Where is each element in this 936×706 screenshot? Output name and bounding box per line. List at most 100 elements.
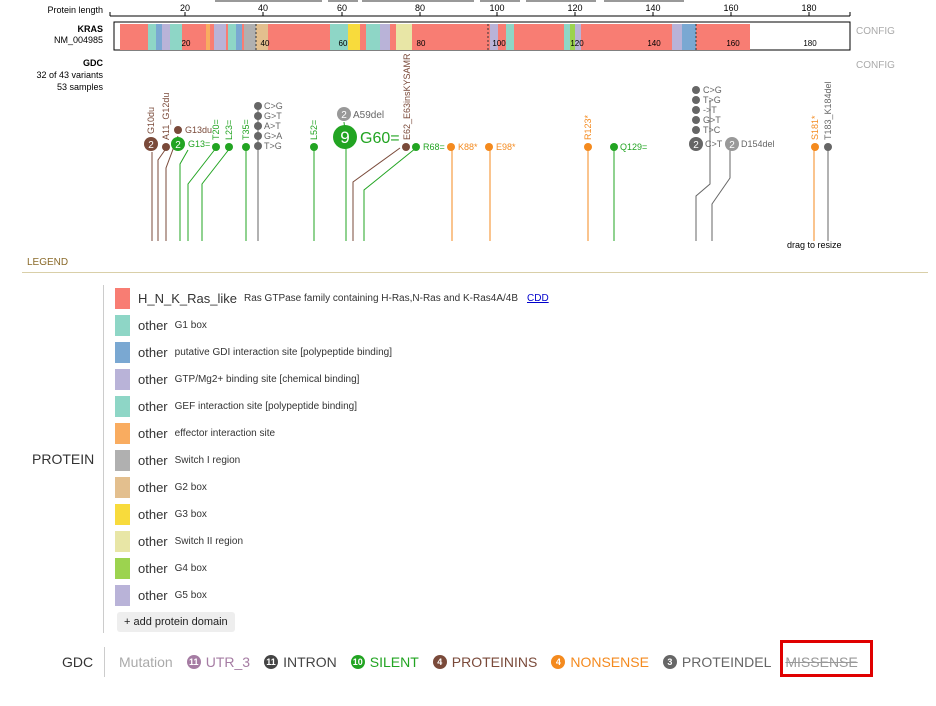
svg-text:9: 9 (340, 128, 349, 147)
mutation-class-name: PROTEININS (451, 654, 538, 670)
domain-color-swatch[interactable] (115, 395, 130, 417)
lollipop-g13[interactable]: 2 G13= (171, 137, 210, 151)
gene-name: KRAS (77, 24, 103, 34)
track-variants: 32 of 43 variants (36, 70, 103, 80)
domain-color-swatch[interactable] (115, 368, 130, 390)
protein-bar[interactable]: 20 40 60 80 100 120 140 160 180 (113, 21, 851, 51)
domain-color-swatch[interactable] (115, 314, 130, 336)
domain-name: other (138, 398, 168, 414)
svg-text:G13du: G13du (185, 125, 212, 135)
svg-text:C>G: C>G (264, 101, 283, 111)
domain-color-swatch[interactable] (115, 422, 130, 444)
protein-legend-label: PROTEIN (32, 451, 95, 467)
domain-color-swatch[interactable] (115, 530, 130, 552)
lollipop-g10du[interactable]: 2 G10du (144, 107, 158, 151)
domain-name: other (138, 479, 168, 495)
protein-length-label: Protein length (47, 5, 103, 15)
lollipop-l23[interactable]: L23= (224, 120, 234, 151)
svg-text:Q129=: Q129= (620, 142, 647, 152)
domain-name: other (138, 587, 168, 603)
domain-color-swatch[interactable] (115, 341, 130, 363)
domain-color-swatch[interactable] (115, 584, 130, 606)
svg-text:L23=: L23= (224, 120, 234, 140)
config-button[interactable]: CONFIG (856, 26, 895, 37)
lollipop-d154del[interactable]: 2 D154del (725, 137, 775, 151)
lollipop-g13du[interactable]: G13du (174, 125, 212, 135)
lollipop-q129[interactable]: Q129= (610, 142, 647, 152)
track-config-button[interactable]: CONFIG (856, 60, 895, 71)
bar-tick: 20 (182, 39, 191, 48)
ruler: 20 40 60 80 100 120 140 160 180 (109, 0, 851, 17)
lollipop-r68[interactable]: R68= (412, 142, 445, 152)
mutation-class-name: NONSENSE (570, 654, 649, 670)
mutation-class-name: UTR_3 (205, 654, 251, 670)
domain-name: other (138, 533, 168, 549)
domain-color-swatch[interactable] (115, 449, 130, 471)
lollipop-t20[interactable]: T20= (211, 119, 221, 151)
lollipop-s181[interactable]: S181* (810, 115, 820, 151)
missense-toggle[interactable]: MISSENSE (785, 654, 858, 670)
protein-track: 20 40 60 80 100 120 140 160 180 (109, 0, 851, 241)
svg-text:G60=: G60= (360, 130, 400, 147)
lollipop-stack-151[interactable]: C>G T>G ->T G>T T>C 2 C>T (689, 85, 723, 151)
protein-legend-bar (103, 285, 104, 633)
svg-text:A59del: A59del (353, 110, 384, 121)
lollipop-a59del[interactable]: 2 A59del (337, 107, 384, 121)
domain-color-swatch[interactable] (115, 287, 130, 309)
domain-name: other (138, 317, 168, 333)
ruler-tick: 180 (801, 3, 816, 13)
gdc-legend-label: GDC (62, 654, 94, 670)
svg-text:G10du: G10du (146, 107, 156, 134)
svg-text:T>G: T>G (703, 95, 721, 105)
domain-color-swatch[interactable] (115, 476, 130, 498)
legend-title: LEGEND (27, 257, 69, 268)
cdd-link[interactable]: CDD (527, 292, 549, 304)
svg-text:T35=: T35= (241, 119, 251, 140)
lollipop-stack-38[interactable]: C>G G>T A>T G>A T>G (254, 101, 283, 151)
lollipop-t183[interactable]: T183_K184del (823, 81, 833, 151)
bar-tick: 100 (492, 39, 506, 48)
domain-color-swatch[interactable] (115, 557, 130, 579)
svg-text:C>G: C>G (703, 85, 722, 95)
lollipop-e98[interactable]: E98* (485, 142, 516, 152)
lollipop-k88[interactable]: K88* (447, 142, 478, 152)
svg-text:E98*: E98* (496, 142, 516, 152)
domain-legend-item[interactable]: other G2 box (115, 476, 207, 498)
lollipop-e62[interactable]: E62_E63insKYSAMR (402, 53, 412, 151)
lollipop-a11[interactable]: A11_G12du (161, 93, 171, 151)
lollipop-stems (151, 100, 829, 241)
lollipop-r123[interactable]: R123* (583, 114, 593, 151)
domain-description: G2 box (174, 481, 207, 493)
bar-tick: 120 (570, 39, 584, 48)
domain-description: GTP/Mg2+ binding site [chemical binding] (174, 373, 360, 385)
transcript-id: NM_004985 (53, 35, 103, 45)
domain-description: G3 box (174, 508, 207, 520)
domain-color-swatch[interactable] (115, 503, 130, 525)
mutation-class-count: 10 (350, 655, 365, 669)
domain-name: other (138, 560, 168, 576)
lollipop-t35[interactable]: T35= (241, 119, 251, 151)
lollipop-l52[interactable]: L52= (309, 120, 319, 151)
bar-tick: 60 (339, 39, 348, 48)
add-protein-domain-button[interactable]: + add protein domain (117, 612, 235, 632)
lollipop-g60[interactable]: 9 G60= (333, 125, 400, 149)
drag-to-resize-handle[interactable]: drag to resize (787, 240, 842, 250)
